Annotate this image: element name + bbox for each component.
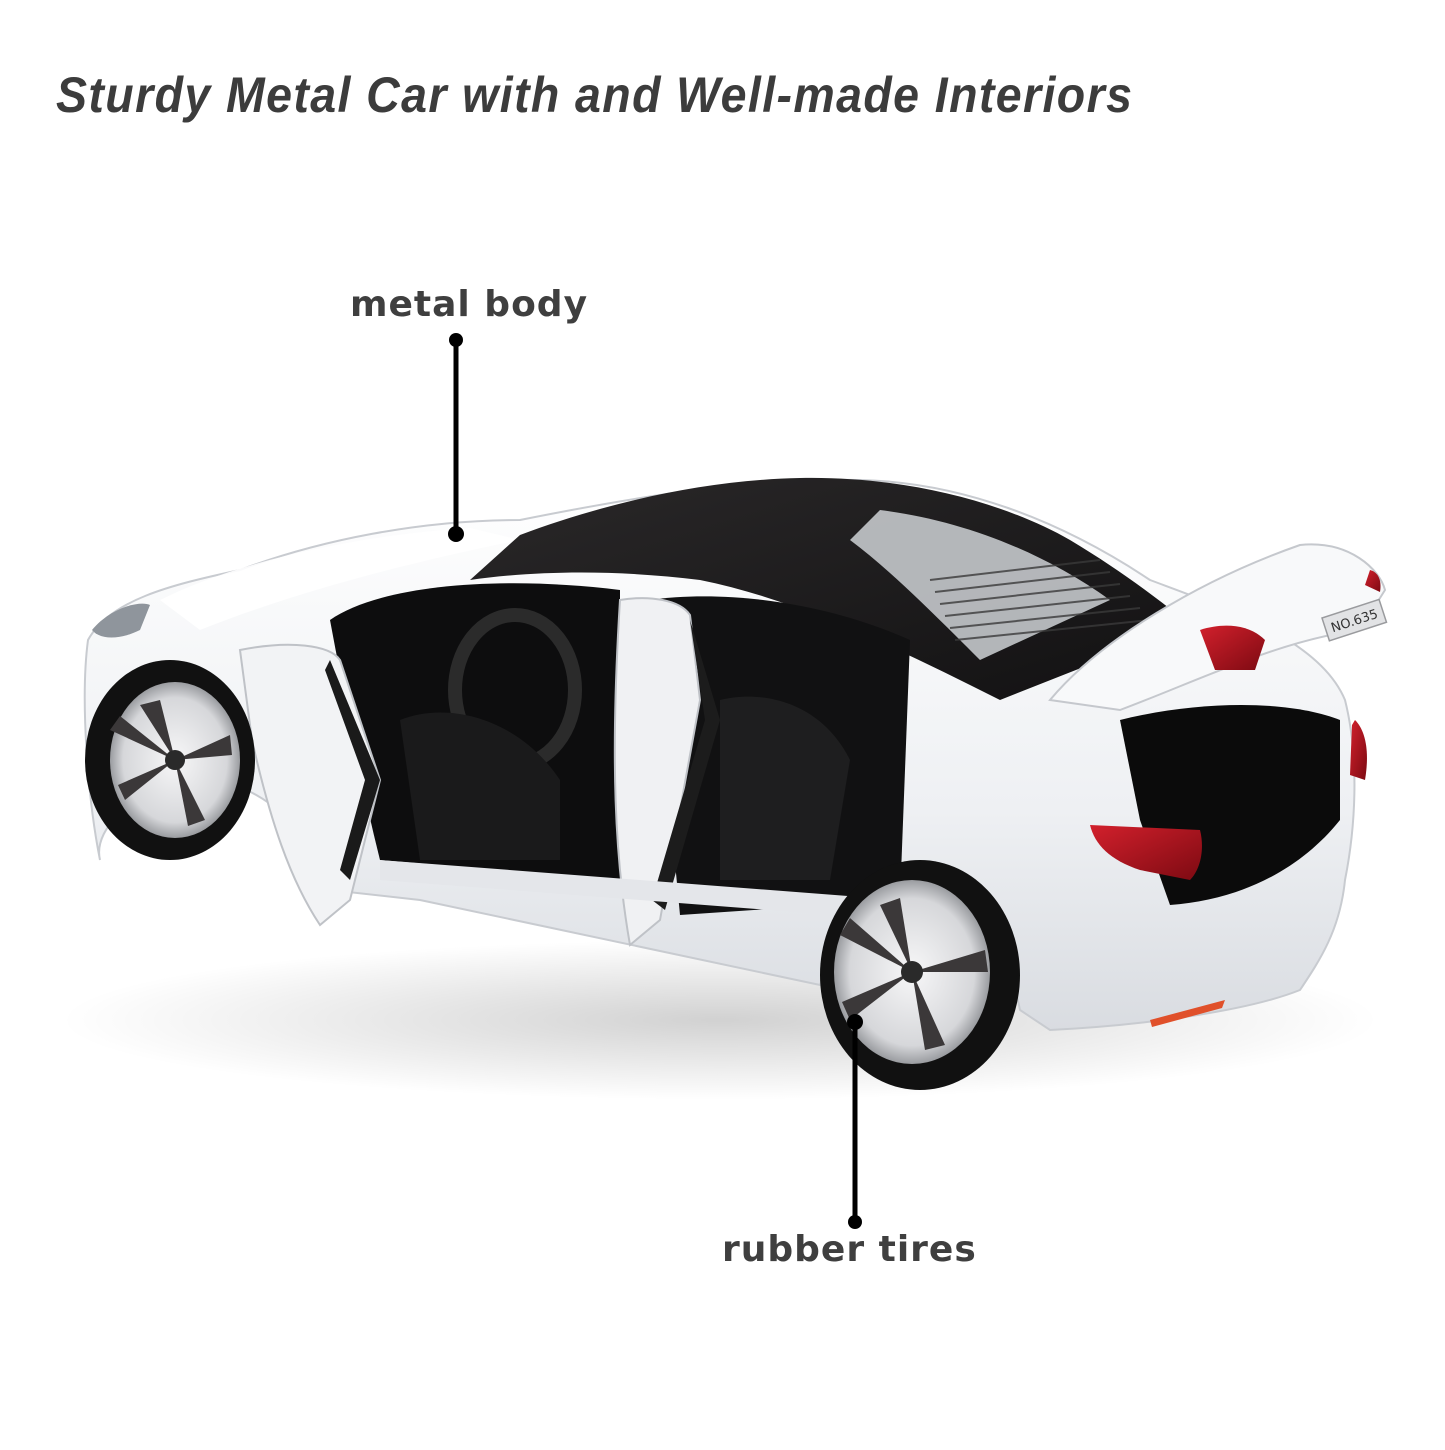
callout-label-metal-body: metal body (350, 284, 589, 325)
tail-light-right (1350, 720, 1367, 780)
rear-wheel (820, 860, 1020, 1090)
callout-label-rubber-tires: rubber tires (722, 1229, 977, 1270)
rear-door-open (613, 597, 702, 947)
tail-light-left (1090, 825, 1202, 880)
page-title: Sturdy Metal Car with and Well-made Inte… (56, 67, 1134, 123)
tail-light-trunk (1200, 625, 1265, 670)
front-wheel (85, 660, 255, 860)
